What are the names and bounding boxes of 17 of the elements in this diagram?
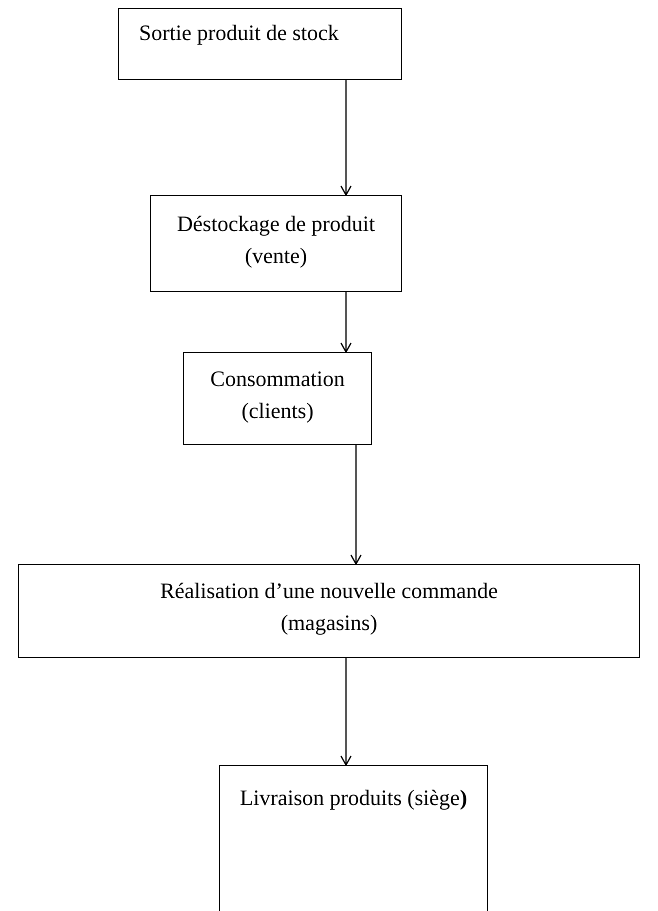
box-text: (clients) (240, 397, 315, 425)
box-text: Réalisation d’une nouvelle commande (159, 577, 499, 605)
box-text: Déstockage de produit (176, 210, 376, 238)
box-text: Sortie produit de stock (139, 19, 340, 47)
box-text: (vente) (244, 242, 308, 270)
arrow (340, 658, 352, 766)
process-box (150, 195, 402, 292)
box-text: Consommation (209, 365, 346, 393)
arrow (350, 445, 362, 565)
arrow (340, 80, 352, 196)
process-box (118, 8, 402, 80)
process-box (219, 765, 488, 911)
process-box (18, 564, 640, 658)
box-text: (magasins) (280, 609, 378, 637)
box-text: Livraison produits (siège) (238, 784, 468, 812)
arrow (340, 292, 352, 353)
process-box (183, 352, 372, 445)
